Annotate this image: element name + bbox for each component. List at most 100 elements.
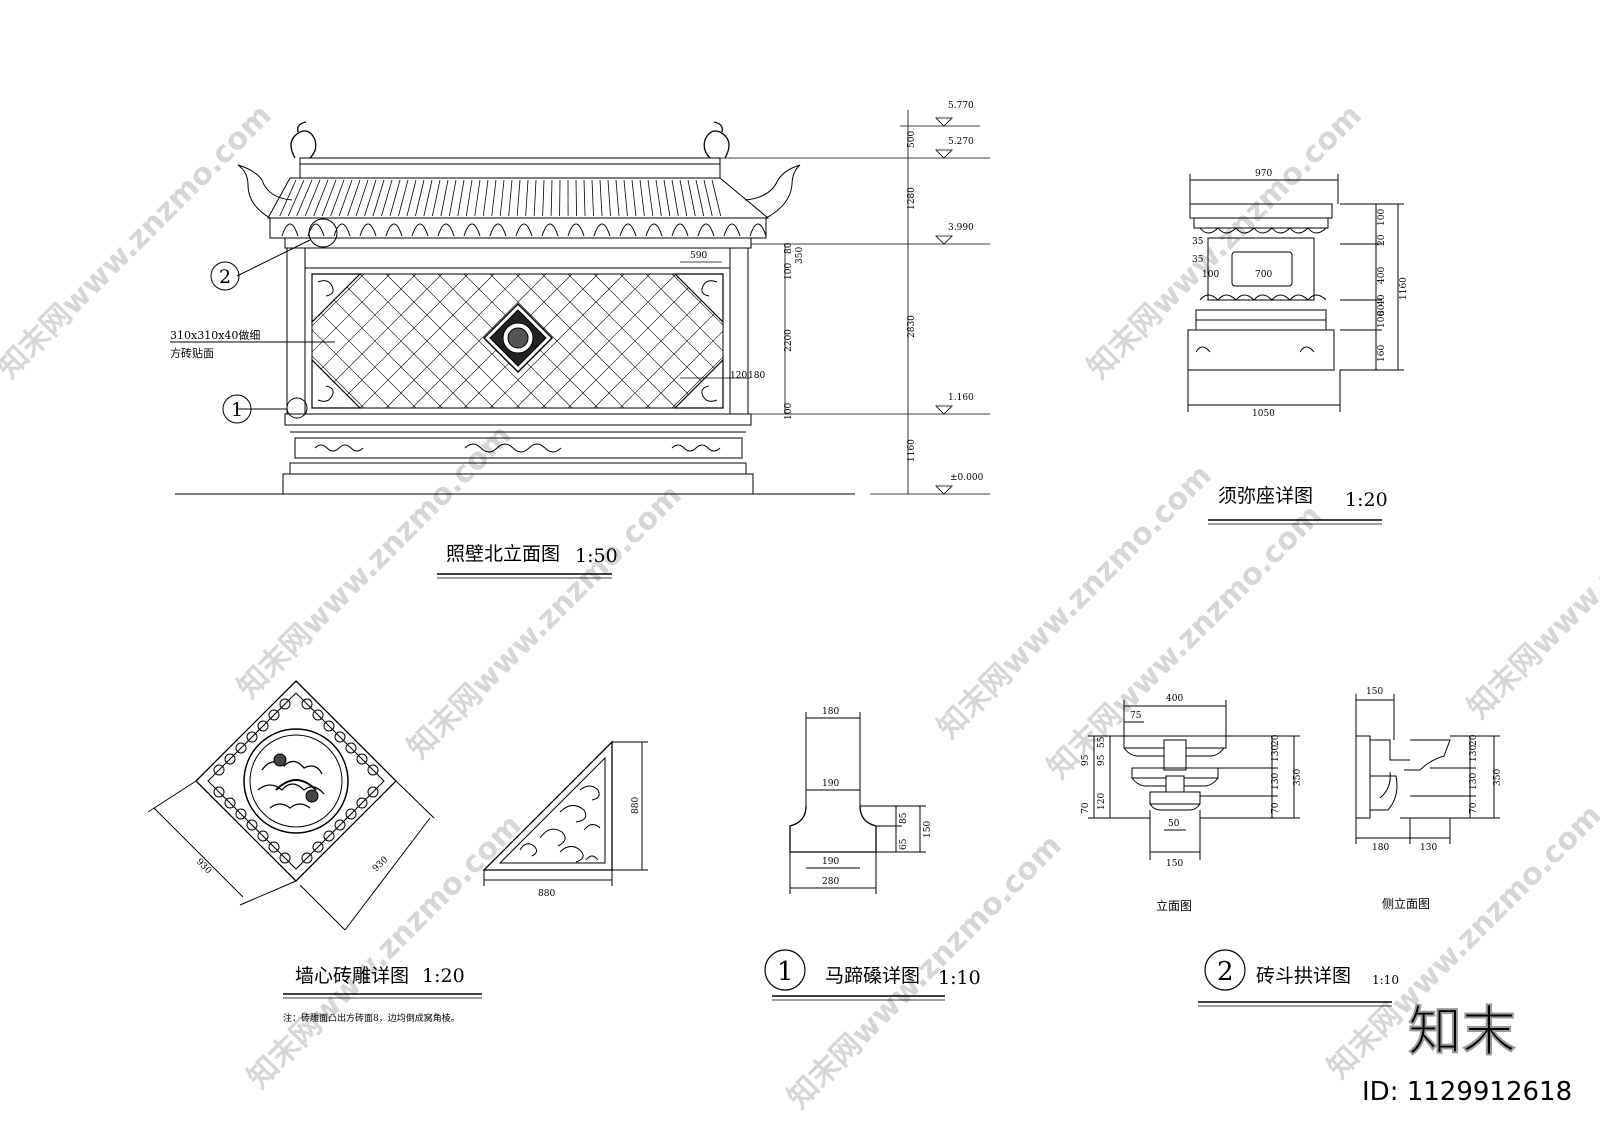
dgs-dim-70: 70	[1469, 802, 1479, 814]
right-ridge-ornament	[703, 121, 730, 159]
callout-2-label: 2	[219, 266, 231, 288]
brick-grid-line	[567, 274, 703, 408]
horse-hoof-title-scale: 1:10	[938, 967, 981, 989]
roof-tile-line	[711, 179, 722, 217]
scroll-ornament	[268, 709, 280, 721]
dim-1160: 1160	[907, 439, 917, 462]
scroll-ornament	[235, 742, 247, 754]
material-note-line1: 310x310x40做细	[170, 328, 260, 342]
roof-ridge	[299, 157, 721, 179]
xmz-dim-970: 970	[1255, 169, 1272, 179]
horse-hoof-dim-text: 180 190 190 280 85 65 150	[822, 707, 933, 887]
left-post	[286, 247, 306, 415]
frieze-ornament	[314, 444, 364, 452]
bracket-head	[437, 223, 455, 237]
dg-dim-130b: 130	[1271, 773, 1281, 790]
roof-tile-line	[639, 179, 645, 217]
hh-dim-190b: 190	[822, 857, 839, 867]
brick-grid-line	[359, 274, 495, 408]
scroll-ornament	[257, 830, 269, 842]
brick-grid-line	[333, 274, 469, 408]
roof-tile-line	[703, 179, 713, 217]
bracket-head	[749, 223, 767, 237]
dg-dim-95a: 95	[1097, 754, 1107, 766]
bracket-head	[411, 223, 429, 237]
dgs-dim-150: 150	[1366, 687, 1383, 697]
scroll-ornament	[279, 852, 291, 864]
dg-dim-120: 120	[1097, 793, 1107, 810]
brick-grid-line	[671, 356, 723, 408]
triangle-scroll	[519, 785, 601, 863]
roof-tile-line	[364, 179, 377, 217]
callout-2-circle	[210, 261, 240, 291]
roof-tile-line	[499, 179, 505, 217]
xmz-dim-35b: 35	[1192, 255, 1204, 265]
level-1160: 1.160	[948, 393, 974, 403]
bracket-head	[645, 223, 663, 237]
level-3990: 3.990	[948, 223, 974, 233]
brand-logo: 知末	[1408, 1000, 1516, 1063]
brick-grid-line	[828, 274, 962, 408]
dg-dim-20: 20	[1271, 734, 1281, 746]
dim-180: 180	[748, 371, 765, 381]
scroll-ornament	[356, 753, 368, 765]
roof-tile-line	[679, 179, 688, 217]
dgs-dim-130b: 130	[1469, 773, 1479, 790]
roof-tile-line	[279, 179, 297, 217]
roof-tile-line	[457, 179, 465, 217]
callout-circle-2	[308, 218, 338, 248]
brick-grid-line	[906, 274, 1040, 408]
dim-350: 350	[795, 247, 805, 264]
dg-dim-50: 50	[1168, 819, 1180, 829]
xmz-dim-35a: 35	[1192, 237, 1204, 247]
roof-tile-line	[398, 179, 409, 217]
scroll-ornament	[246, 819, 258, 831]
roof-tile-line	[313, 179, 329, 217]
brand-id: ID: 1129912618	[1362, 1077, 1572, 1107]
brick-carving-title-scale: 1:20	[422, 965, 465, 987]
roof-tile-line	[542, 179, 545, 217]
brand-block: 知末 ID: 1129912618	[1362, 999, 1572, 1107]
roof-tile-line	[296, 179, 313, 217]
bc-dim-880v: 880	[631, 797, 641, 814]
hh-dim-180: 180	[822, 707, 839, 717]
brick-grid-line	[541, 274, 677, 408]
roof-tile-line	[389, 179, 401, 217]
dg-dim-95b: 95	[1081, 754, 1091, 766]
hh-dim-150: 150	[923, 821, 933, 838]
brick-grid-line	[880, 274, 1014, 408]
roof-tile-line	[525, 179, 529, 217]
scroll-ornament	[334, 731, 346, 743]
brick-grid-line	[312, 274, 417, 379]
brick-grid	[312, 274, 1040, 408]
brick-grid-line	[619, 304, 723, 408]
roof-tile-line	[575, 179, 577, 217]
roof-tile-line	[623, 179, 628, 217]
brick-carving-note: 注：砖雕面凸出方砖面8，边均倒成窝角棱。	[283, 1012, 460, 1024]
brick-grid-line	[645, 330, 723, 408]
elevation-title: 照壁北立面图 1:50	[437, 543, 618, 579]
roof-tile-line	[448, 179, 457, 217]
dougong-front-label: 立面图	[1156, 898, 1192, 913]
dougong-side-drawing	[1355, 694, 1500, 844]
dougong-side-dim-text: 150 180 130 350 130 130 70 20	[1366, 687, 1503, 853]
bc-dim-880h: 880	[538, 889, 555, 899]
elevation-title-text: 照壁北立面图	[446, 543, 560, 565]
wall-panel-inner	[311, 273, 724, 409]
roof-tile-line	[338, 179, 353, 217]
dim-2200: 2200	[784, 329, 794, 352]
dg-dim-70: 70	[1271, 802, 1281, 814]
roof-tile-line	[583, 179, 586, 217]
left-eave-curl	[237, 164, 293, 219]
xumizuo-drawing	[1187, 174, 1404, 412]
diamond-border-scroll	[213, 698, 379, 864]
roof-tile-line	[423, 179, 433, 217]
dim-500: 500	[907, 131, 917, 148]
roof-tile-line	[381, 179, 393, 217]
bracket-head	[463, 223, 481, 237]
scroll-ornament	[334, 819, 346, 831]
roof-tile-line	[631, 179, 637, 217]
brick-carving-title: 墙心砖雕详图 1:20 注：砖雕面凸出方砖面8，边均倒成窝角棱。	[283, 965, 482, 1024]
roof-tile-line	[550, 179, 553, 217]
hh-dim-85: 85	[899, 812, 909, 824]
